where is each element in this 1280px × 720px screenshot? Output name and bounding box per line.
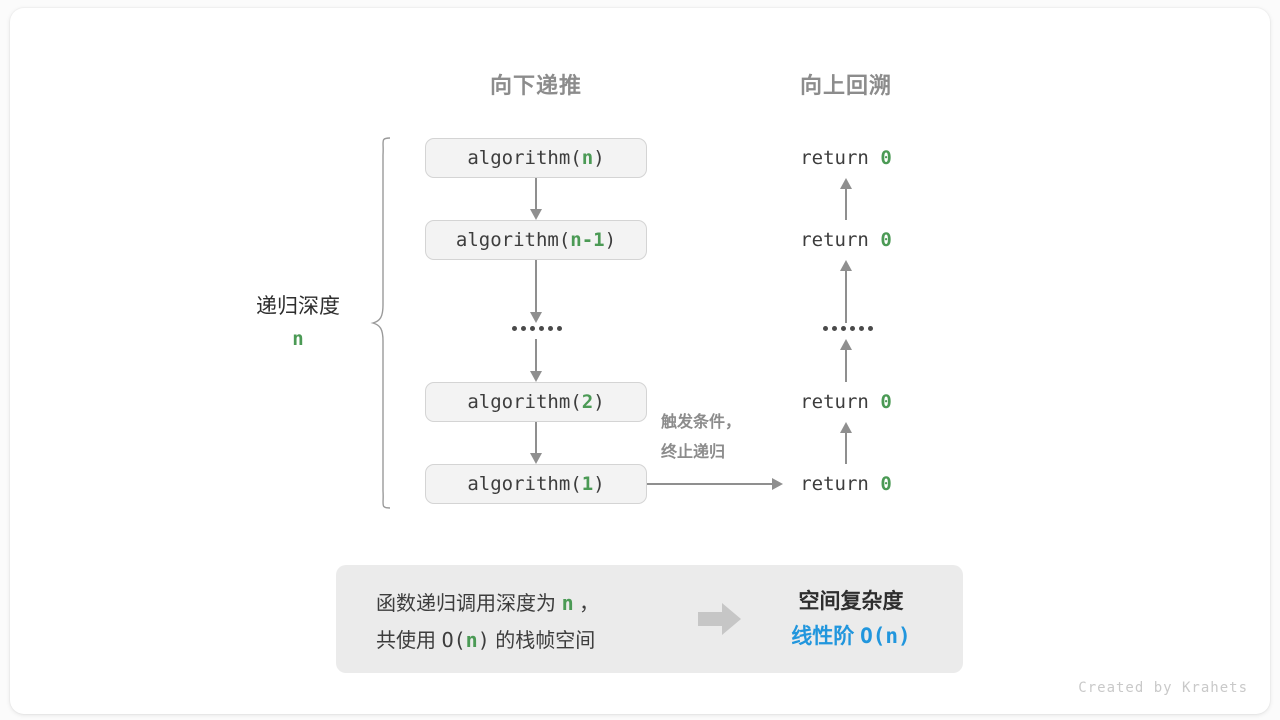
return-value: 0 <box>880 229 892 251</box>
credit-text: Created by Krahets <box>1078 680 1248 696</box>
call-box-arg: 2 <box>581 391 594 413</box>
trigger-note-line1: 触发条件， <box>661 414 742 431</box>
recursion-depth-value: n <box>292 328 304 350</box>
recursion-depth-title: 递归深度 <box>256 295 340 318</box>
return-keyword: return <box>800 391 881 413</box>
return-statement-third: return 0 <box>726 391 966 413</box>
call-box-close: ) <box>593 391 605 413</box>
column-header-return-up: 向上回溯 <box>799 73 892 98</box>
summary-result-title: 空间复杂度 <box>798 590 904 613</box>
call-box-arg: n-1 <box>570 229 605 251</box>
base-case-arrow <box>647 478 783 490</box>
up-arrow-3 <box>840 339 852 382</box>
recursion-depth-brace <box>370 137 391 509</box>
call-box-arg: 1 <box>581 473 594 495</box>
return-ellipsis-icon <box>823 326 873 331</box>
trigger-note-line2: 终止递归 <box>661 444 726 461</box>
call-box-n[interactable]: algorithm(n) <box>425 138 647 178</box>
return-value: 0 <box>880 391 892 413</box>
call-box-close: ) <box>604 229 617 251</box>
return-value: 0 <box>880 147 892 169</box>
up-arrow-2 <box>840 260 852 323</box>
return-statement-base: return 0 <box>726 473 966 495</box>
summary-line-2: 共使用 O(n) 的栈帧空间 <box>376 628 596 652</box>
diagram-canvas: 向下递推 向上回溯 递归深度 n algorithm(n) algorithm(… <box>10 8 1270 714</box>
right-block-arrow-icon <box>698 603 741 635</box>
column-header-recurse-down: 向下递推 <box>489 73 582 98</box>
up-arrow-1 <box>840 178 852 220</box>
summary-result-value: 线性阶 O(n) <box>791 624 911 648</box>
summary-line-1: 函数递归调用深度为 n ， <box>376 591 600 615</box>
call-box-n-minus-1[interactable]: algorithm(n-1) <box>425 220 647 260</box>
summary-panel: 函数递归调用深度为 n ， 共使用 O(n) 的栈帧空间 空间复杂度 线性阶 O… <box>336 565 963 673</box>
down-arrow-1 <box>530 178 542 220</box>
call-box-arg: n <box>581 147 594 169</box>
call-box-close: ) <box>593 147 605 169</box>
summary-result: 空间复杂度 线性阶 O(n) <box>766 585 936 654</box>
return-keyword: return <box>800 147 881 169</box>
return-statement-top: return 0 <box>726 147 966 169</box>
call-box-2[interactable]: algorithm(2) <box>425 382 647 422</box>
call-stack-ellipsis-icon <box>512 326 562 331</box>
call-box-1[interactable]: algorithm(1) <box>425 464 647 504</box>
return-keyword: return <box>800 473 881 495</box>
call-box-fn: algorithm( <box>467 391 582 413</box>
up-arrow-4 <box>840 422 852 464</box>
trigger-condition-note: 触发条件， 终止递归 <box>661 408 741 468</box>
summary-description: 函数递归调用深度为 n ， 共使用 O(n) 的栈帧空间 <box>376 585 599 659</box>
down-arrow-4 <box>530 422 542 464</box>
call-box-close: ) <box>593 473 605 495</box>
return-keyword: return <box>800 229 881 251</box>
call-box-fn: algorithm( <box>467 473 582 495</box>
down-arrow-2 <box>530 260 542 323</box>
return-value: 0 <box>880 473 892 495</box>
down-arrow-3 <box>530 339 542 382</box>
return-statement-second: return 0 <box>726 229 966 251</box>
call-box-fn: algorithm( <box>455 229 571 251</box>
call-box-fn: algorithm( <box>467 147 582 169</box>
